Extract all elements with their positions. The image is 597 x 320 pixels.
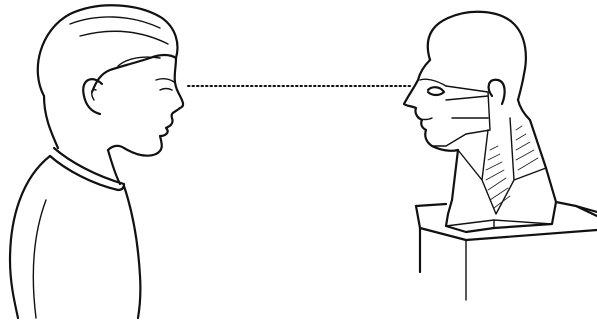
plaster-head bbox=[404, 12, 556, 232]
person-face-profile bbox=[108, 58, 183, 156]
plaster-eye bbox=[428, 87, 444, 95]
pedestal bbox=[416, 202, 597, 300]
person-torso bbox=[10, 156, 50, 318]
person-shoulder-right bbox=[124, 186, 140, 318]
person-eye bbox=[160, 89, 172, 91]
person-figure bbox=[10, 5, 183, 318]
plaster-neck-back bbox=[518, 100, 546, 168]
plaster-neck-front bbox=[448, 150, 458, 214]
pedestal-front-edge bbox=[420, 228, 597, 240]
plaster-mouth bbox=[418, 118, 432, 120]
person-ear-inner bbox=[92, 90, 96, 100]
plaster-ear bbox=[489, 80, 505, 104]
plaster-neck-planes bbox=[458, 118, 546, 214]
pedestal-top bbox=[416, 202, 597, 212]
person-hair bbox=[38, 5, 178, 96]
pedestal-front-left bbox=[416, 206, 420, 272]
plaster-skull bbox=[428, 12, 526, 100]
plaster-bust-base bbox=[446, 168, 556, 232]
plaster-face-profile bbox=[404, 60, 432, 146]
plaster-brow-plane bbox=[420, 79, 446, 86]
person-head-back bbox=[44, 96, 58, 148]
plaster-jaw bbox=[432, 146, 458, 151]
person-brow bbox=[156, 79, 174, 82]
person-hair-strands bbox=[70, 17, 168, 66]
plaster-cheek-plane bbox=[446, 96, 488, 118]
person-arm-line bbox=[33, 200, 46, 318]
